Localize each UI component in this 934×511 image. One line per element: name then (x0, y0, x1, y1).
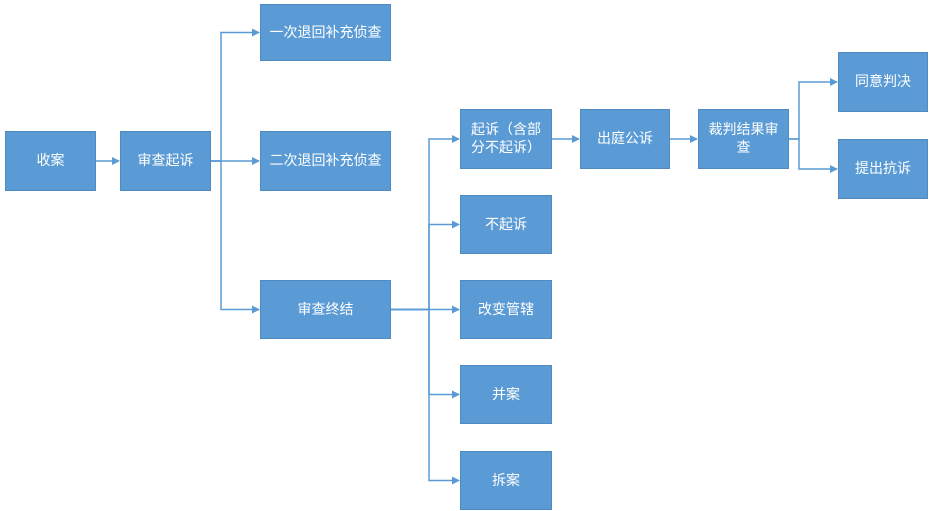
node-protest: 提出抗诉 (838, 139, 928, 199)
node-agree-judgment: 同意判决 (838, 52, 928, 112)
node-review-end: 审查终结 (260, 280, 391, 339)
node-change-jurisdiction: 改变管辖 (460, 280, 552, 339)
node-first-return: 一次退回补充侦查 (260, 4, 391, 61)
connector-review_end-to-split_case (391, 308, 460, 485)
node-merge-case: 并案 (460, 365, 552, 424)
node-court-appearance: 出庭公诉 (580, 109, 670, 169)
connector-judgment_review-to-agree_judgment (789, 78, 838, 140)
node-receive: 收案 (5, 131, 96, 191)
connector-judgment_review-to-protest (789, 138, 838, 173)
node-prosecute: 起诉（含部分不起诉） (460, 109, 552, 169)
connector-review_end-to-merge_case (391, 308, 460, 399)
node-no-prosecute: 不起诉 (460, 195, 552, 254)
connector-review_end-to-no_prosecute (391, 220, 460, 311)
node-judgment-review: 裁判结果审查 (698, 109, 789, 169)
connector-review_prosecution-to-first_return (211, 28, 260, 162)
node-second-return: 二次退回补充侦查 (260, 131, 391, 191)
node-split-case: 拆案 (460, 451, 552, 510)
connector-review_prosecution-to-review_end (211, 160, 260, 314)
node-review-prosecution: 审查起诉 (120, 131, 211, 191)
